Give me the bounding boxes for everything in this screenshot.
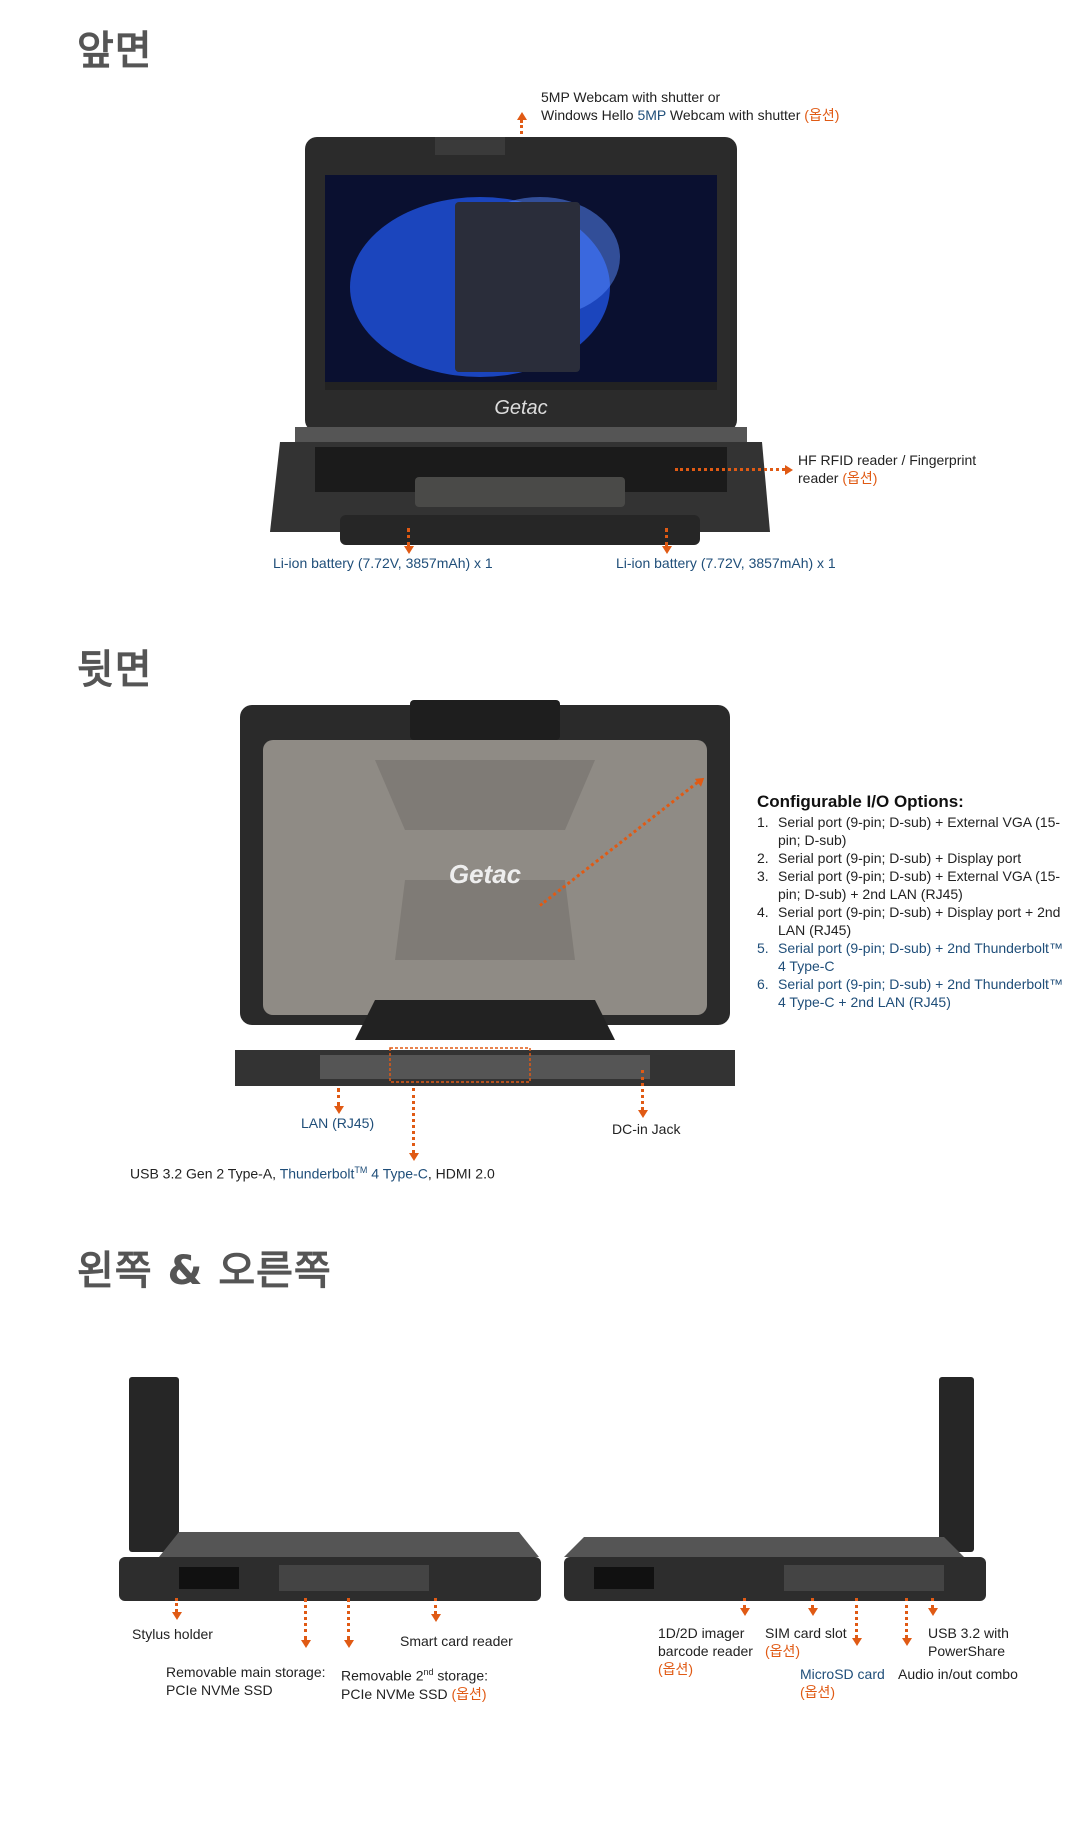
io-option-text: Serial port (9-pin; D-sub) + Display por… xyxy=(778,850,1022,866)
barcode-line2: barcode reader xyxy=(658,1643,753,1659)
dc-in-label: DC-in Jack xyxy=(612,1121,681,1137)
sim-arrow xyxy=(808,1598,818,1616)
smart-card-arrow xyxy=(431,1598,441,1622)
type-c-text: 4 Type-C xyxy=(367,1165,428,1182)
smart-card-label: Smart card reader xyxy=(400,1633,513,1649)
io-option-number: 6. xyxy=(757,976,769,992)
io-option-number: 4. xyxy=(757,904,769,920)
section-title-front: 앞면 xyxy=(77,28,153,74)
laptop-back-image: Getac xyxy=(235,700,735,1086)
section-title-sides: 왼쪽 & 오른쪽 xyxy=(77,1248,332,1294)
microsd-line1: MicroSD card xyxy=(800,1666,885,1682)
second-storage-text: Removable 2 xyxy=(341,1667,424,1684)
audio-arrow xyxy=(902,1598,912,1646)
webcam-text: Windows Hello xyxy=(541,107,638,123)
io-option-number: 1. xyxy=(757,814,769,830)
usb-arrow xyxy=(409,1088,419,1161)
thunderbolt-text: Thunderbolt xyxy=(279,1165,355,1182)
usb-powershare-line1: USB 3.2 with xyxy=(928,1625,1009,1641)
io-option: 2. Serial port (9-pin; D-sub) + Display p… xyxy=(757,849,1067,867)
webcam-5mp: 5MP xyxy=(637,107,667,123)
io-option: 3. Serial port (9-pin; D-sub) + External … xyxy=(757,867,1067,903)
front-logo: Getac xyxy=(494,397,547,419)
barcode-arrow xyxy=(740,1598,750,1616)
io-option-text: Serial port (9-pin; D-sub) + 2nd Thunder… xyxy=(778,940,1063,974)
back-logo: Getac xyxy=(449,859,522,889)
option-tag: (옵션) xyxy=(842,470,878,486)
stylus-label: Stylus holder xyxy=(132,1626,213,1642)
webcam-text2: Webcam with shutter xyxy=(666,107,805,123)
main-storage-line1: Removable main storage: xyxy=(166,1664,326,1680)
tm-mark: TM xyxy=(354,1165,368,1175)
main-storage-arrow xyxy=(301,1598,311,1648)
second-storage-sup: nd xyxy=(423,1667,434,1677)
second-storage-text2: storage: xyxy=(433,1667,488,1684)
io-option: 4. Serial port (9-pin; D-sub) + Display p… xyxy=(757,903,1067,939)
io-option: 5. Serial port (9-pin; D-sub) + 2nd Thund… xyxy=(757,939,1067,975)
io-option-number: 3. xyxy=(757,868,769,884)
usb-label: USB 3.2 Gen 2 Type-A, ThunderboltTM 4 Ty… xyxy=(130,1161,495,1183)
second-storage-label: Removable 2nd storage:PCIe NVMe SSD (옵션) xyxy=(341,1663,488,1703)
option-tag: (옵션) xyxy=(658,1661,694,1677)
io-option: 1. Serial port (9-pin; D-sub) + External … xyxy=(757,813,1067,849)
second-storage-arrow xyxy=(344,1598,354,1648)
laptop-front-image: Getac xyxy=(270,137,770,545)
io-options-list: 1. Serial port (9-pin; D-sub) + External … xyxy=(757,813,1067,1011)
sim-label: SIM card slot (옵션) xyxy=(765,1624,847,1660)
io-options: Configurable I/O Options: 1. Serial port … xyxy=(757,793,1067,1011)
lan-label: LAN (RJ45) xyxy=(301,1115,375,1131)
barcode-line1: 1D/2D imager xyxy=(658,1625,745,1641)
laptop-right-side-image xyxy=(564,1377,986,1601)
webcam-line2: Windows Hello 5MP Webcam with shutter (옵… xyxy=(541,106,839,124)
option-tag: (옵션) xyxy=(765,1643,801,1659)
laptop-left-side-image xyxy=(119,1377,541,1601)
main-storage-line2: PCIe NVMe SSD xyxy=(166,1682,273,1698)
io-option-text: Serial port (9-pin; D-sub) + External VG… xyxy=(778,868,1061,902)
microsd-label: MicroSD card (옵션) xyxy=(800,1665,885,1701)
option-tag: (옵션) xyxy=(451,1685,487,1702)
usb-powershare-arrow xyxy=(928,1598,938,1616)
rfid-line2: reader xyxy=(798,470,843,486)
usb-powershare-line2: PowerShare xyxy=(928,1643,1006,1659)
io-option-text: Serial port (9-pin; D-sub) + External VG… xyxy=(778,814,1061,848)
webcam-line1: 5MP Webcam with shutter or xyxy=(541,89,721,105)
io-option: 6. Serial port (9-pin; D-sub) + 2nd Thund… xyxy=(757,975,1067,1011)
battery-left-label: Li-ion battery (7.72V, 3857mAh) x 1 xyxy=(273,555,493,571)
rfid-line1: HF RFID reader / Fingerprint xyxy=(798,452,977,468)
battery-right-label: Li-ion battery (7.72V, 3857mAh) x 1 xyxy=(616,555,836,571)
second-storage-line2: PCIe NVMe SSD xyxy=(341,1685,452,1702)
dc-in-arrow xyxy=(638,1070,648,1118)
hdmi-text: , HDMI 2.0 xyxy=(427,1165,495,1182)
audio-label: Audio in/out combo xyxy=(898,1666,1018,1682)
barcode-label: 1D/2D imager barcode reader (옵션) xyxy=(658,1624,753,1678)
battery-right-arrow xyxy=(662,528,672,554)
rfid-arrow xyxy=(675,465,793,475)
battery-left-arrow xyxy=(404,528,414,554)
io-options-title: Configurable I/O Options: xyxy=(757,792,964,811)
io-option-text: Serial port (9-pin; D-sub) + Display por… xyxy=(778,904,1061,938)
io-option-number: 2. xyxy=(757,850,769,866)
main-storage-label: Removable main storage: PCIe NVMe SSD xyxy=(166,1663,326,1699)
stylus-arrow xyxy=(172,1598,182,1620)
io-option-text: Serial port (9-pin; D-sub) + 2nd Thunder… xyxy=(778,976,1063,1010)
sim-line1: SIM card slot xyxy=(765,1625,847,1641)
microsd-arrow xyxy=(852,1598,862,1646)
option-tag: (옵션) xyxy=(800,1684,836,1700)
usb-text: USB 3.2 Gen 2 Type-A, xyxy=(130,1165,280,1182)
section-title-back: 뒷면 xyxy=(77,647,153,693)
webcam-arrow xyxy=(517,112,527,140)
rfid-label: HF RFID reader / Fingerprint reader (옵션) xyxy=(798,451,976,487)
webcam-label: 5MP Webcam with shutter or Windows Hello… xyxy=(541,88,839,124)
io-option-number: 5. xyxy=(757,940,769,956)
option-tag: (옵션) xyxy=(804,107,840,123)
lan-arrow xyxy=(334,1088,344,1114)
